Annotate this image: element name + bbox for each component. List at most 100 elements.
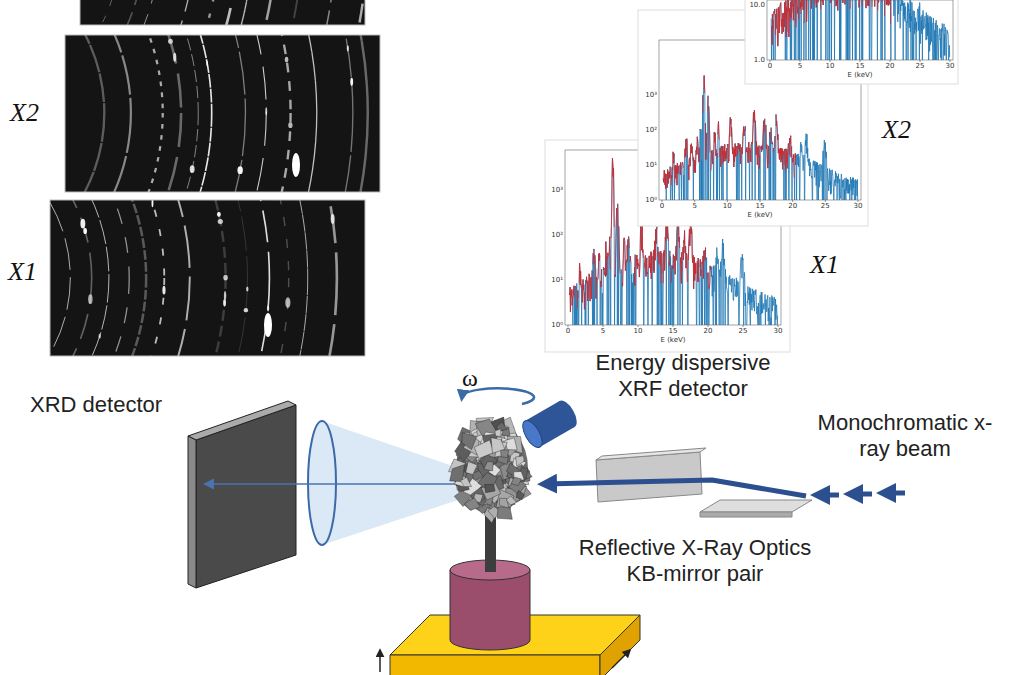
axis-tick: 10 (826, 63, 835, 70)
axis-tick: 10.0 (749, 2, 765, 9)
component-label: Monochromatic x-ray beam (805, 410, 1005, 463)
diffraction-spot (288, 122, 292, 128)
axis-tick: 30 (946, 63, 955, 70)
axis-tick: 0 (768, 63, 772, 70)
xrf-detector (519, 398, 581, 451)
diffraction-spot (223, 299, 226, 306)
spectrum-line (663, 76, 857, 200)
diffraction-spot (285, 57, 289, 63)
diffraction-spot (265, 107, 267, 115)
diffraction-spot (224, 291, 226, 300)
diffraction-cone (322, 421, 470, 545)
tick-mark (858, 200, 859, 202)
rotation-stage (450, 570, 530, 650)
diffraction-ring (80, 0, 120, 25)
focused-beam (545, 480, 806, 496)
diffraction-ring (50, 200, 365, 356)
component-label: XRD detector (30, 392, 162, 418)
diffraction-ring (80, 0, 251, 25)
axis-tick: 15 (669, 328, 678, 335)
diffraction-spot (350, 78, 353, 86)
diffraction-spot (237, 166, 242, 174)
sample-grain (516, 490, 524, 499)
image-ground (50, 200, 365, 356)
axis-tick: 10¹ (645, 162, 657, 169)
diffraction-ring (50, 200, 164, 356)
diffraction-ring (65, 35, 380, 192)
axis-tick: 10² (645, 127, 657, 134)
axis-title: E (keV) (660, 337, 685, 344)
kb-mirror-top (596, 448, 706, 460)
diffraction-spot (173, 53, 176, 62)
diffraction-ring (50, 200, 109, 356)
axis-tick: 1.0 (754, 57, 765, 64)
diffraction-ring (65, 35, 380, 192)
tick-mark (662, 200, 663, 202)
sample-grain (497, 507, 512, 520)
tick-mark (825, 200, 826, 202)
diffraction-ring (80, 0, 335, 25)
diffraction-spot (162, 286, 165, 295)
axis-tick: 30 (854, 203, 863, 210)
tick-mark (708, 325, 709, 327)
kb-mirror-edge (700, 512, 792, 517)
spectrum-line (663, 76, 795, 189)
tick-mark (760, 200, 761, 202)
diffraction-spot (244, 308, 248, 312)
kb-mirror (700, 500, 812, 512)
diffraction-image (50, 200, 365, 356)
diffraction-ring (65, 35, 266, 192)
diffraction-ring (80, 0, 365, 25)
sample-grain (500, 449, 508, 457)
diffraction-ring (65, 35, 163, 192)
diffraction-ring (50, 200, 226, 356)
diffraction-images (0, 0, 528, 675)
diffraction-ring (65, 35, 181, 192)
diffraction-spot (223, 275, 228, 281)
diffraction-spot (246, 286, 248, 291)
diffraction-ring (65, 35, 212, 192)
diffraction-ring (80, 0, 365, 25)
diffraction-spot (83, 228, 87, 234)
diffraction-ring (50, 200, 190, 356)
diffraction-spot (88, 294, 92, 304)
diffraction-ring (80, 0, 144, 25)
diffraction-ring (65, 35, 380, 192)
axis-tick: 5 (798, 63, 802, 70)
axis-tick: 15 (856, 63, 865, 70)
diffraction-ring (80, 0, 365, 25)
panel-label: X1 (8, 256, 37, 287)
axis-tick: 5 (601, 328, 605, 335)
diffraction-ring (65, 35, 245, 192)
axis-tick: 10¹ (551, 277, 563, 284)
transmitted-beam (205, 483, 468, 485)
diffraction-ring (80, 0, 194, 25)
diffraction-spot (217, 212, 221, 217)
diffraction-ring (80, 0, 159, 25)
cone-base (308, 421, 336, 545)
diffraction-spot (168, 39, 173, 44)
sample-grain (485, 484, 495, 492)
diffraction-ring (50, 200, 269, 356)
diffraction-spot (267, 305, 269, 311)
sample-grain (495, 429, 501, 437)
kb-mirror (596, 452, 702, 502)
tick-mark (830, 60, 831, 62)
spectrum-plot (745, 0, 958, 84)
axis-tick: 20 (788, 203, 797, 210)
panel-label: X1 (810, 249, 839, 280)
incoming-beam (818, 493, 839, 498)
axis-tick: 25 (821, 203, 830, 210)
diffraction-spot (285, 297, 290, 308)
incoming-beam (884, 491, 905, 496)
rotation-arrow (462, 388, 534, 404)
diffraction-ring (80, 0, 275, 25)
axis-tick: 30 (774, 328, 783, 335)
axis-tick: 10³ (645, 92, 657, 99)
tick-mark (800, 60, 801, 62)
fluorescence-spectra (545, 0, 958, 352)
tick-mark (638, 325, 639, 327)
experimental-setup (188, 388, 905, 675)
diffraction-ring (50, 200, 337, 356)
diffraction-spot (347, 45, 349, 51)
